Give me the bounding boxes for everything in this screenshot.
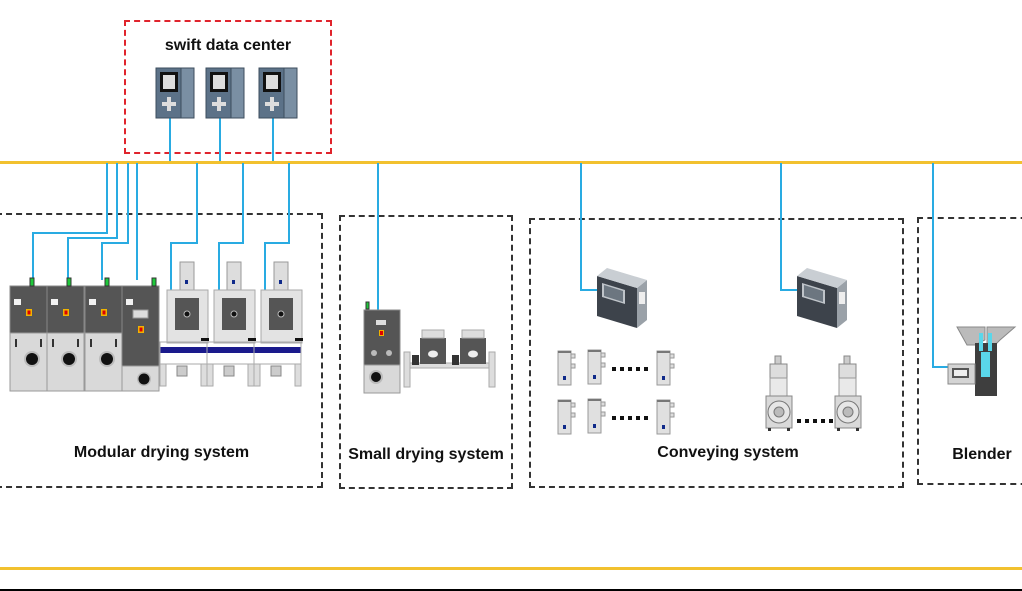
server-group	[155, 67, 298, 119]
ellipsis-dots	[797, 419, 833, 423]
group-box-blender	[917, 217, 1022, 485]
small-hopper-pair	[403, 329, 496, 388]
dryer-unit	[84, 277, 123, 392]
hopper-dryer	[206, 261, 257, 387]
link-hopper-1	[170, 163, 198, 290]
group-box-small	[339, 215, 513, 489]
network-bus-bottom	[0, 567, 1022, 570]
frame-bottom-edge	[0, 589, 1022, 591]
vacuum-loader	[765, 355, 793, 432]
ellipsis-dots	[612, 367, 648, 420]
conveying-controller	[597, 268, 647, 328]
group-label-conveying: Conveying system	[657, 444, 799, 461]
data-center-box	[124, 20, 332, 154]
network-links	[32, 118, 948, 368]
dryer-unit	[9, 277, 48, 392]
hopper-loader	[656, 399, 675, 435]
link-controller-2	[780, 163, 797, 291]
link-controller-1	[580, 163, 598, 291]
link-blender	[932, 163, 948, 368]
dryer-control-unit	[121, 277, 160, 392]
small-dryer-unit	[363, 301, 401, 394]
data-center-title: swift data center	[164, 37, 292, 54]
link-dryer-3	[101, 163, 129, 280]
hopper-loader-group	[557, 349, 675, 435]
hopper-loader	[656, 350, 675, 386]
conveying-controller	[797, 268, 847, 328]
hopper-loader	[557, 350, 576, 386]
link-dryer-1	[32, 163, 108, 280]
link-dryer-2	[67, 163, 118, 280]
hopper-dryer	[159, 261, 210, 387]
hopper-dryer	[253, 261, 304, 387]
group-box-modular	[0, 213, 323, 488]
group-label-small: Small drying system	[348, 446, 504, 463]
group-label-blender: Blender	[952, 446, 1012, 463]
network-bus-top	[0, 161, 1022, 164]
server-icon	[155, 67, 195, 119]
hopper-loader	[587, 349, 606, 385]
hopper-loader	[557, 399, 576, 435]
dryer-unit	[46, 277, 85, 392]
link-hopper-3	[264, 163, 290, 290]
blender-unit	[947, 326, 1017, 396]
modular-dryer-units	[9, 261, 304, 392]
vacuum-loader-group	[765, 355, 862, 432]
server-icon	[258, 67, 298, 119]
server-icon	[205, 67, 245, 119]
group-label-modular: Modular drying system	[73, 444, 250, 461]
link-hopper-2	[218, 163, 244, 290]
vacuum-loader	[834, 355, 862, 432]
group-box-conveying	[529, 218, 904, 488]
hopper-loader	[587, 398, 606, 434]
